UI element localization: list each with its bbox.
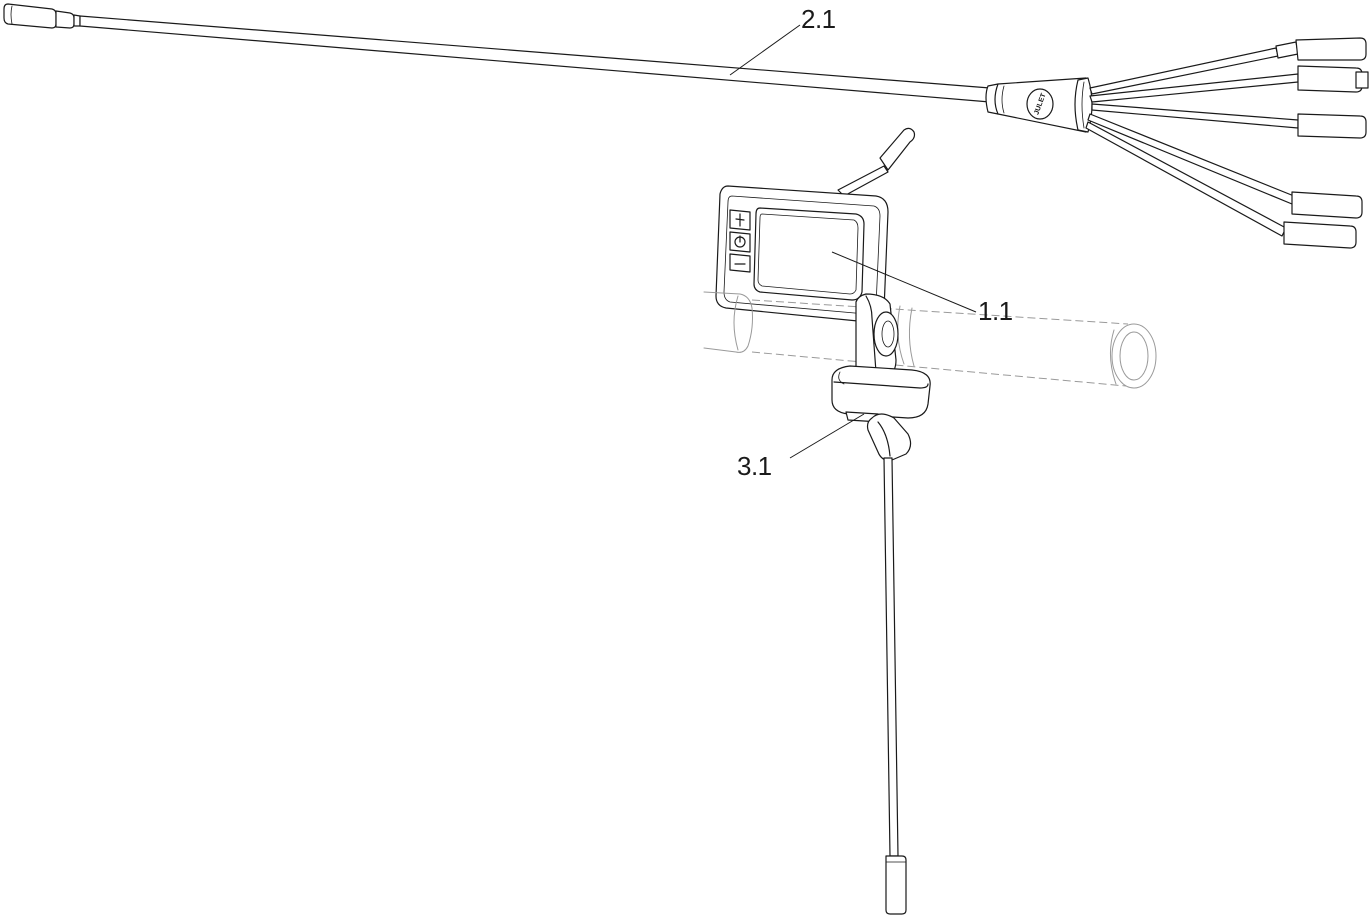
remote-paddle [866,413,912,461]
branch-connector-5 [1283,221,1357,249]
callout-2-1: 2.1 [729,4,836,76]
callout-3-1: 3.1 [737,413,865,481]
remote-mount [831,293,931,915]
branch-connector-2 [1297,65,1369,93]
harness-main-cable [79,15,991,103]
callout-label-2-1: 2.1 [801,4,836,34]
callout-label-3-1: 3.1 [737,451,772,481]
branch-connector-1 [1275,37,1367,61]
display-power-button [729,231,751,253]
branch-connector-3 [1297,113,1367,139]
harness-branch-connectors [1275,37,1369,249]
harness-splitter-hub: JULET [985,77,1093,133]
callout-label-1-1: 1.1 [978,296,1013,326]
display-plus-button [729,209,751,231]
display-cable-connector [879,127,916,171]
harness-left-connector [3,3,81,29]
splitter-logo-badge [1026,88,1054,120]
display-cable [837,165,889,197]
display-minus-button [729,253,751,273]
display-screen [753,207,865,301]
remote-cable [883,457,899,857]
display-unit [715,127,916,323]
handlebar-ghost [703,291,1157,389]
handlebar-end-cap [1111,323,1157,389]
remote-cable-connector [885,855,907,915]
harness-branches [1085,47,1299,237]
branch-connector-4 [1291,191,1363,219]
remote-base [831,365,931,419]
callout-1-1: 1.1 [831,251,1013,326]
cable-harness: JULET [3,3,1369,249]
